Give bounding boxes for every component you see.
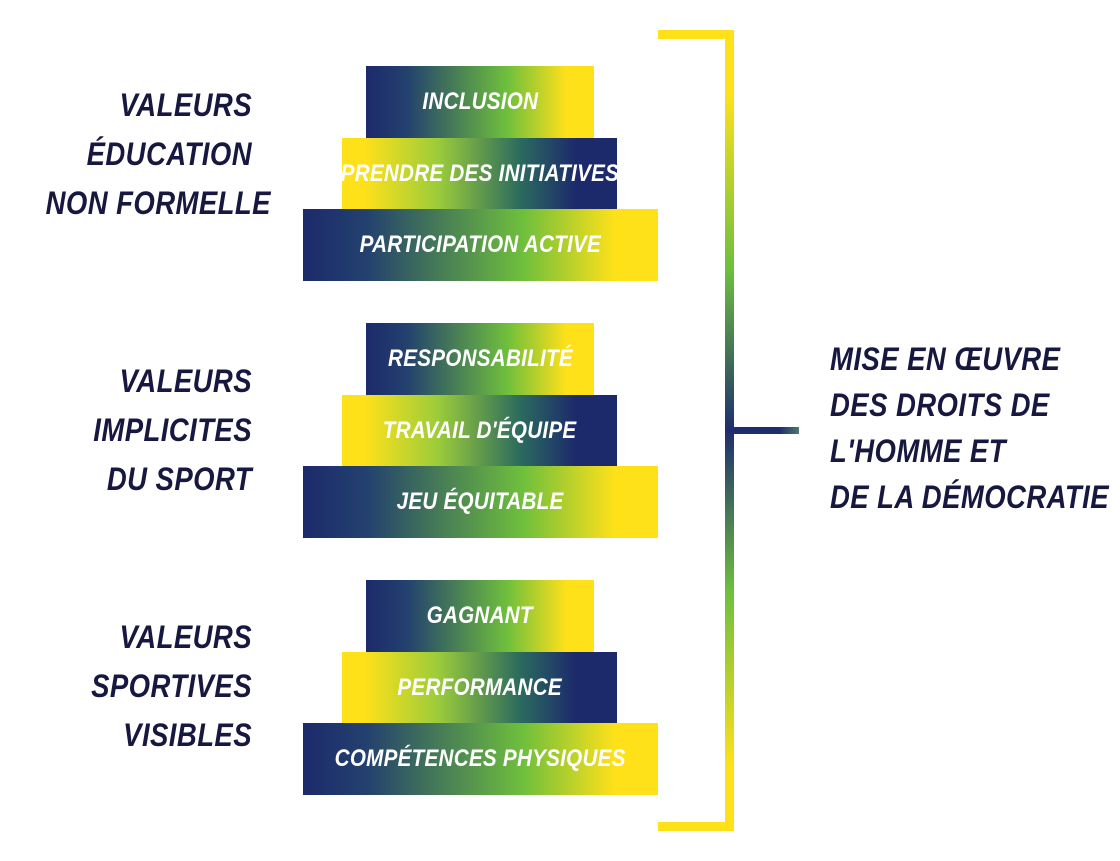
group-label-line: VALEURS [119, 363, 253, 399]
bracket-top-arm [658, 30, 734, 39]
outcome-label: MISE EN ŒUVRE DES DROITS DE L'HOMME ET D… [830, 336, 1120, 520]
bracket-spine [725, 30, 734, 831]
bar-label: COMPÉTENCES PHYSIQUES [334, 745, 627, 772]
bar-responsibility: RESPONSABILITÉ [366, 323, 594, 395]
bar-performance: PERFORMANCE [342, 652, 617, 724]
outcome-line: DES DROITS DE [830, 387, 1050, 423]
group-label-line: SPORTIVES [91, 668, 252, 704]
group-label-implicit-sport-values: VALEURS IMPLICITES DU SPORT [46, 357, 252, 504]
group-label-line: NON FORMELLE [45, 185, 271, 221]
bar-take-initiatives: PRENDRE DES INITIATIVES [340, 138, 619, 210]
bar-active-participation: PARTICIPATION ACTIVE [303, 209, 658, 281]
bar-label: PERFORMANCE [397, 674, 562, 701]
bar-teamwork: TRAVAIL D'ÉQUIPE [342, 395, 617, 467]
group-label-line: VALEURS [119, 87, 253, 123]
outcome-line: L'HOMME ET [830, 433, 1006, 469]
bar-winning: GAGNANT [366, 580, 594, 652]
bracket-connector [734, 427, 799, 434]
bar-label: RESPONSABILITÉ [387, 345, 573, 372]
group-label-line: DU SPORT [106, 461, 252, 497]
group-label-line: IMPLICITES [93, 412, 252, 448]
bar-physical-skills: COMPÉTENCES PHYSIQUES [303, 723, 658, 795]
group-label-line: VALEURS [119, 619, 253, 655]
group-label-non-formal-education: VALEURS ÉDUCATION NON FORMELLE [45, 81, 271, 228]
group-label-line: VISIBLES [123, 717, 252, 753]
outcome-line: DE LA DÉMOCRATIE [830, 479, 1110, 515]
bar-fair-play: JEU ÉQUITABLE [303, 466, 658, 538]
group-label-visible-sport-values: VALEURS SPORTIVES VISIBLES [46, 613, 252, 760]
bar-inclusion: INCLUSION [366, 66, 594, 138]
bracket-bottom-arm [658, 822, 734, 831]
bar-label: INCLUSION [422, 88, 538, 115]
bar-label: GAGNANT [426, 602, 534, 629]
outcome-line: MISE EN ŒUVRE [830, 341, 1061, 377]
bar-label: TRAVAIL D'ÉQUIPE [382, 417, 577, 444]
bar-label: JEU ÉQUITABLE [397, 488, 564, 515]
bar-label: PARTICIPATION ACTIVE [359, 231, 602, 258]
group-label-line: ÉDUCATION [86, 136, 252, 172]
bar-label: PRENDRE DES INITIATIVES [340, 160, 619, 187]
